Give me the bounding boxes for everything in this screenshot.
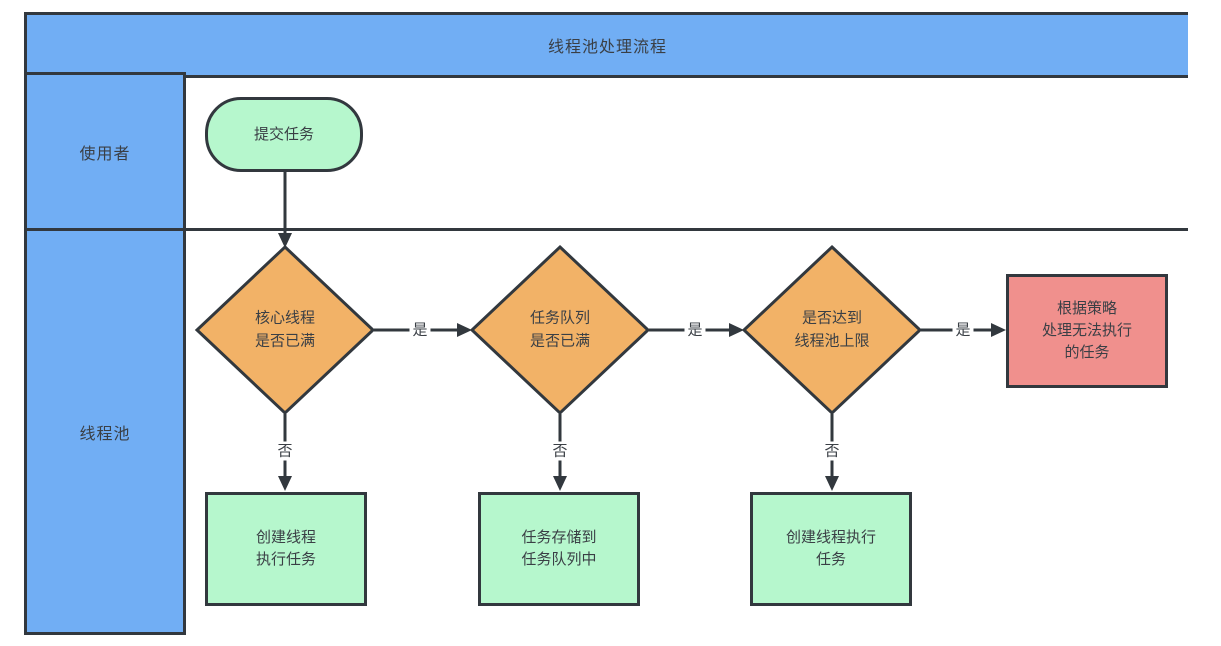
arrowhead-queue-no [553, 476, 567, 491]
node-create-thread-exec-text: 创建线程执行 任务 [785, 529, 876, 568]
arrowhead-limit-no [825, 476, 839, 491]
node-store-queue: 任务存储到 任务队列中 [478, 492, 640, 606]
edge-label-yes-1: 是 [409, 320, 431, 340]
decision-pool-limit-shape [741, 244, 923, 416]
arrowhead-submit-to-core [278, 233, 292, 248]
lane-label-user: 使用者 [24, 72, 186, 231]
node-create-thread-exec: 创建线程执行 任务 [750, 492, 912, 606]
arrowhead-core-yes [457, 323, 472, 337]
node-decision-task-queue-text: 任务队列 是否已满 [529, 309, 590, 350]
node-reject-policy: 根据策略 处理无法执行 的任务 [1006, 274, 1168, 388]
lane-divider [24, 228, 1188, 231]
lane-label-threadpool-text: 线程池 [79, 425, 131, 443]
node-submit-task: 提交任务 [205, 97, 363, 172]
node-decision-pool-limit-text: 是否达到 线程池上限 [794, 309, 870, 350]
edge-label-yes-2: 是 [684, 320, 706, 340]
edge-label-yes-3: 是 [952, 320, 974, 340]
arrowhead-core-no [278, 476, 292, 491]
diagram-title: 线程池处理流程 [547, 39, 667, 56]
decision-core-threads-shape [194, 244, 376, 416]
pool-title-bar: 线程池处理流程 [24, 12, 1188, 78]
node-submit-task-text: 提交任务 [253, 125, 314, 143]
edge-label-no-1: 否 [274, 441, 296, 461]
arrowhead-queue-yes [729, 323, 744, 337]
lane-label-threadpool: 线程池 [24, 228, 186, 635]
arrowhead-limit-yes [991, 323, 1006, 337]
lane-label-user-text: 使用者 [79, 145, 131, 163]
node-store-queue-text: 任务存储到 任务队列中 [521, 529, 597, 568]
node-create-thread-text: 创建线程 执行任务 [255, 529, 316, 568]
node-decision-core-threads-text: 核心线程 是否已满 [254, 309, 315, 350]
node-create-thread: 创建线程 执行任务 [205, 492, 367, 606]
decision-task-queue-shape [469, 244, 651, 416]
edge-label-no-3: 否 [821, 441, 843, 461]
edge-label-no-2: 否 [549, 441, 571, 461]
node-reject-policy-text: 根据策略 处理无法执行 的任务 [1041, 300, 1132, 361]
